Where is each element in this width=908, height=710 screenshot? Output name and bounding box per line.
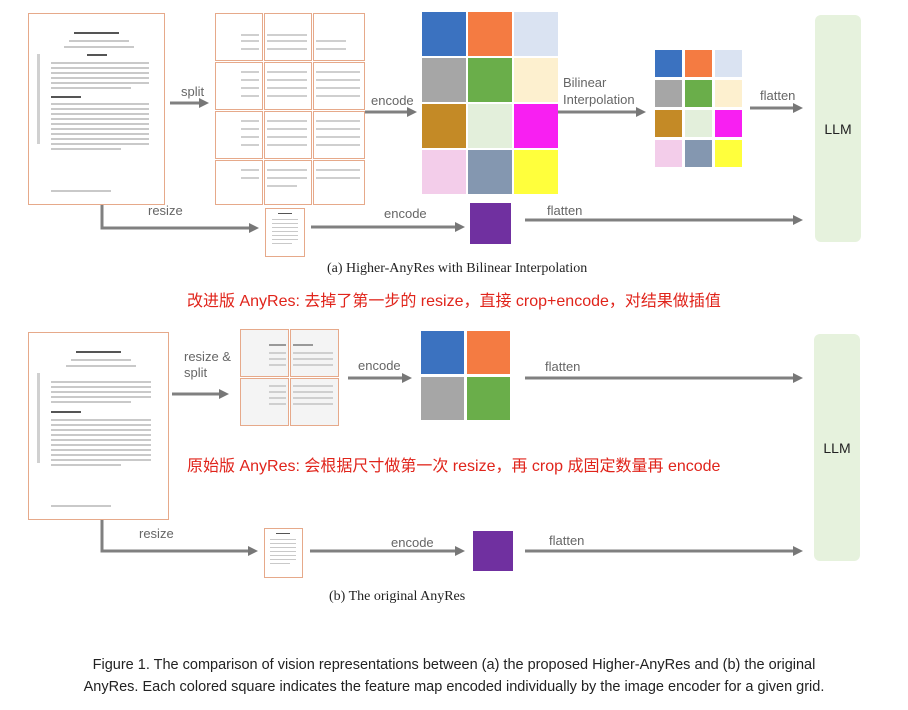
feature-square (421, 377, 464, 420)
split-tile (240, 329, 289, 377)
encode-label-top: encode (371, 93, 414, 108)
feature-square (514, 58, 558, 102)
figure-caption-line2: AnyRes. Each colored square indicates th… (83, 679, 825, 695)
split-tile (264, 13, 312, 61)
split-tile (215, 160, 263, 205)
flatten-label-bottom: flatten (545, 359, 581, 374)
feature-square (655, 50, 682, 77)
figure-caption-line1: Figure 1. The comparison of vision repre… (92, 657, 816, 673)
feature-square (467, 331, 510, 374)
resize-label-bottom: resize (139, 526, 174, 541)
split-tile (290, 378, 339, 426)
feature-square (715, 110, 742, 137)
bilinear-label-line1: Bilinear (563, 75, 607, 90)
feature-square (514, 12, 558, 56)
split-tile (215, 62, 263, 110)
flatten-label-small-top: flatten (547, 203, 583, 218)
feature-square-small-top (470, 203, 511, 244)
split-tile (313, 160, 365, 205)
feature-square (514, 104, 558, 148)
resize-split-label-line2: split (184, 365, 208, 380)
split-tile (313, 111, 365, 159)
feature-square (468, 104, 512, 148)
resize-label-top: resize (148, 203, 183, 218)
feature-square (685, 80, 712, 107)
feature-square (715, 140, 742, 167)
feature-square (467, 377, 510, 420)
split-tile (290, 329, 339, 377)
feature-square (468, 58, 512, 102)
bilinear-label-line2: Interpolation (563, 92, 635, 107)
feature-square (715, 50, 742, 77)
resize-split-label-line1: resize & (184, 349, 231, 364)
feature-square (422, 150, 466, 194)
feature-square (422, 12, 466, 56)
split-tile (215, 13, 263, 61)
feature-square (655, 80, 682, 107)
split-tile (264, 111, 312, 159)
paper-page-thumbnail-bottom (28, 332, 169, 520)
feature-square (421, 331, 464, 374)
encode-label-small-bottom: encode (391, 535, 434, 550)
resize-arrow-top (100, 205, 259, 233)
split-tile (240, 378, 289, 426)
split-tile (313, 13, 365, 61)
resize-arrow-bottom (100, 518, 258, 556)
feature-square (422, 104, 466, 148)
llm-block-top: LLM (815, 15, 861, 242)
figure-caption: Figure 1. The comparison of vision repre… (20, 654, 888, 698)
split-label: split (181, 84, 205, 99)
split-tile (264, 160, 312, 205)
feature-square-small-bottom (473, 531, 513, 571)
split-tile (264, 62, 312, 110)
resized-page-thumbnail-top (265, 208, 305, 257)
feature-square (514, 150, 558, 194)
feature-square (685, 110, 712, 137)
caption-a: (a) Higher-AnyRes with Bilinear Interpol… (327, 261, 588, 276)
feature-square (422, 58, 466, 102)
feature-square (468, 150, 512, 194)
feature-square (685, 140, 712, 167)
annotation-original-anyres: 原始版 AnyRes: 会根据尺寸做第一次 resize，再 crop 成固定数… (187, 458, 721, 475)
encode-label-small-top: encode (384, 206, 427, 221)
feature-square (655, 110, 682, 137)
caption-b: (b) The original AnyRes (329, 589, 466, 604)
feature-square (685, 50, 712, 77)
annotation-improved-anyres: 改进版 AnyRes: 去掉了第一步的 resize，直接 crop+encod… (187, 293, 721, 310)
llm-block-bottom: LLM (814, 334, 860, 561)
feature-square (715, 80, 742, 107)
feature-square (468, 12, 512, 56)
resized-page-thumbnail-bottom (264, 528, 303, 578)
split-tile (215, 111, 263, 159)
split-tile (313, 62, 365, 110)
flatten-label-small-bottom: flatten (549, 533, 585, 548)
encode-label-bottom: encode (358, 358, 401, 373)
paper-page-thumbnail-top (28, 13, 165, 205)
feature-square (655, 140, 682, 167)
flatten-label-top: flatten (760, 88, 796, 103)
